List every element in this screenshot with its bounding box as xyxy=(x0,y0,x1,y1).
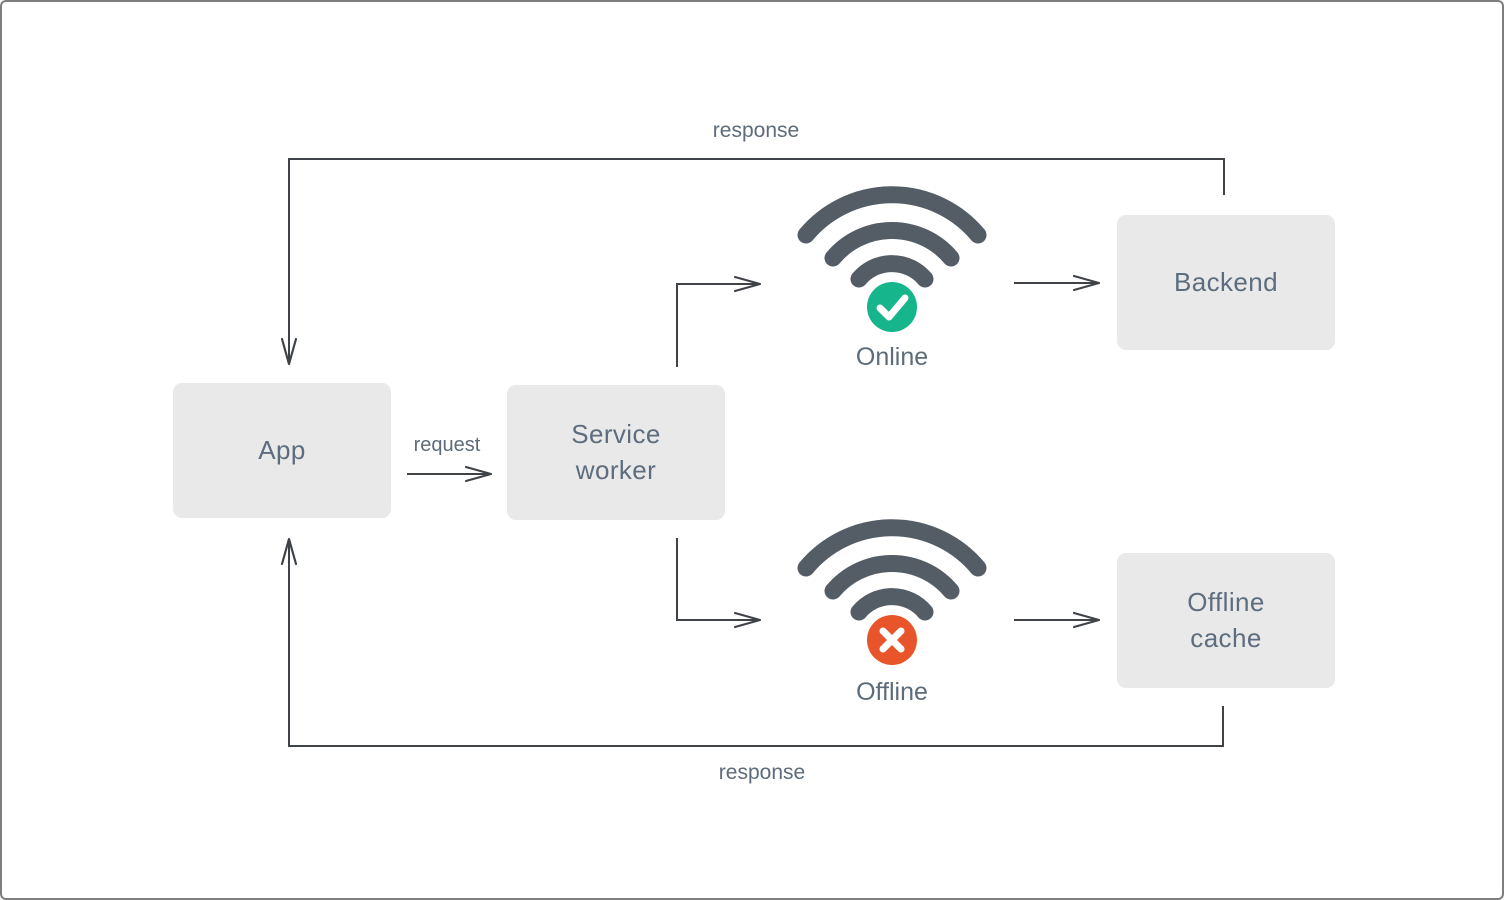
x-icon xyxy=(879,627,905,653)
wifi-arcs xyxy=(797,519,987,621)
cache-response-arrow xyxy=(280,537,1224,747)
response-top-label: response xyxy=(712,119,800,142)
wifi-online-icon xyxy=(797,186,987,332)
check-icon xyxy=(876,294,909,321)
wifi-offline-icon xyxy=(797,519,987,665)
service-worker-to-offline-arrow xyxy=(676,538,762,629)
service-worker-node: Service worker xyxy=(507,385,725,520)
online-label: Online xyxy=(855,343,929,371)
request-label: request xyxy=(413,434,481,456)
app-node: App xyxy=(173,383,391,518)
backend-response-arrow xyxy=(280,158,1225,366)
connectors xyxy=(280,158,1225,747)
wifi-arcs xyxy=(797,186,987,288)
offline-label: Offline xyxy=(856,678,928,706)
response-bottom-label: response xyxy=(718,761,806,784)
online-check-badge xyxy=(867,282,917,332)
backend-node: Backend xyxy=(1117,215,1335,350)
offline-cache-node: Offline cache xyxy=(1117,553,1335,688)
service-worker-to-online-arrow xyxy=(676,275,762,367)
